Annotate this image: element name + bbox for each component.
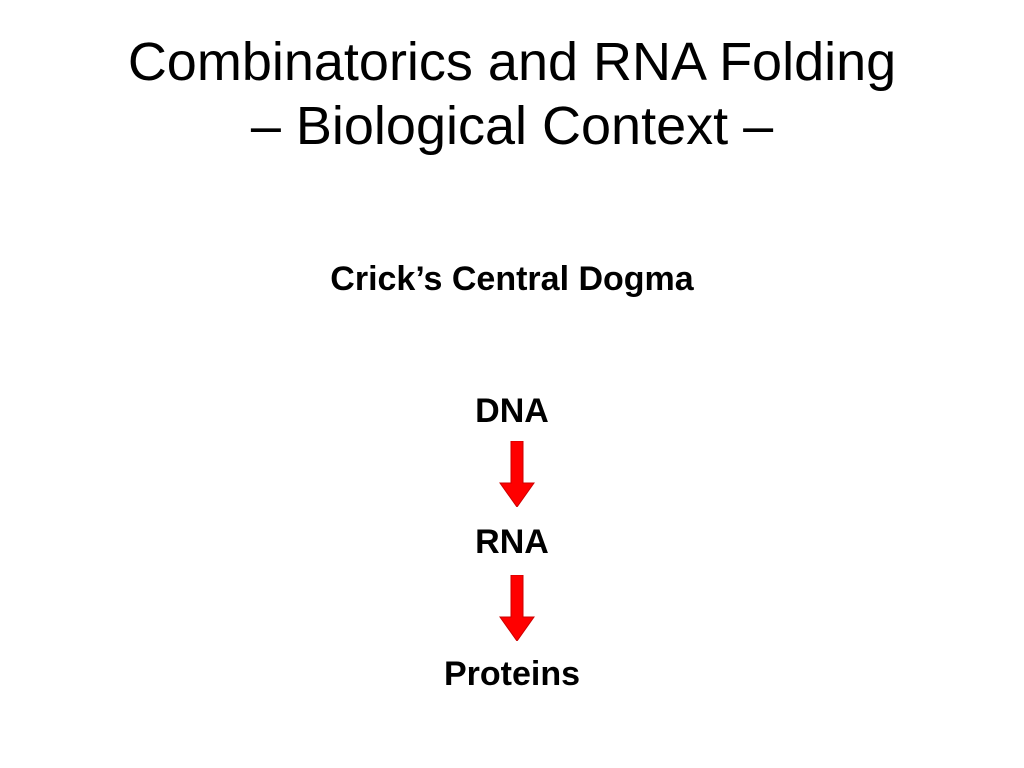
slide-title: Combinatorics and RNA Folding – Biologic…	[0, 30, 1024, 158]
arrow-shape	[499, 575, 535, 641]
arrow-shape	[499, 441, 535, 507]
node-proteins: Proteins	[443, 655, 581, 693]
node-rna: RNA	[475, 523, 549, 561]
diagram-subtitle: Crick’s Central Dogma	[330, 260, 694, 298]
title-line-1: Combinatorics and RNA Folding	[127, 32, 897, 92]
node-dna: DNA	[475, 392, 549, 430]
title-line-2: – Biological Context –	[250, 96, 774, 156]
down-arrow-icon	[499, 575, 535, 641]
down-arrow-icon	[499, 441, 535, 507]
